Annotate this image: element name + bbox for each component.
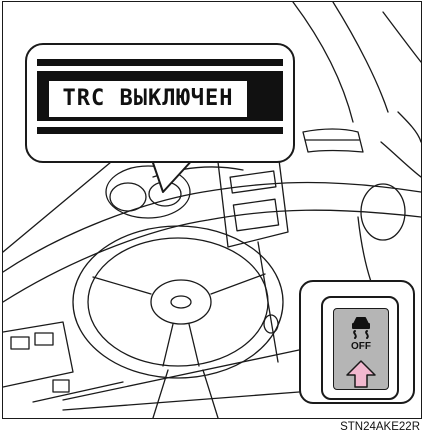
trc-off-message: TRC ВЫКЛЮЧЕН	[47, 79, 249, 119]
traction-skid-icon	[347, 315, 375, 341]
off-label: OFF	[334, 341, 388, 352]
illustration-frame: TRC ВЫКЛЮЧЕН OFF	[2, 1, 422, 419]
switch-inset: OFF	[299, 280, 415, 404]
vsc-off-button[interactable]: OFF	[333, 308, 389, 390]
display-band-bottom	[37, 127, 283, 134]
switch-recess: OFF	[321, 296, 399, 400]
press-arrow-icon	[345, 359, 377, 389]
display-band-top	[37, 59, 283, 66]
display-callout: TRC ВЫКЛЮЧЕН	[25, 43, 295, 163]
figure-code: STN24AKE22R	[340, 421, 420, 433]
